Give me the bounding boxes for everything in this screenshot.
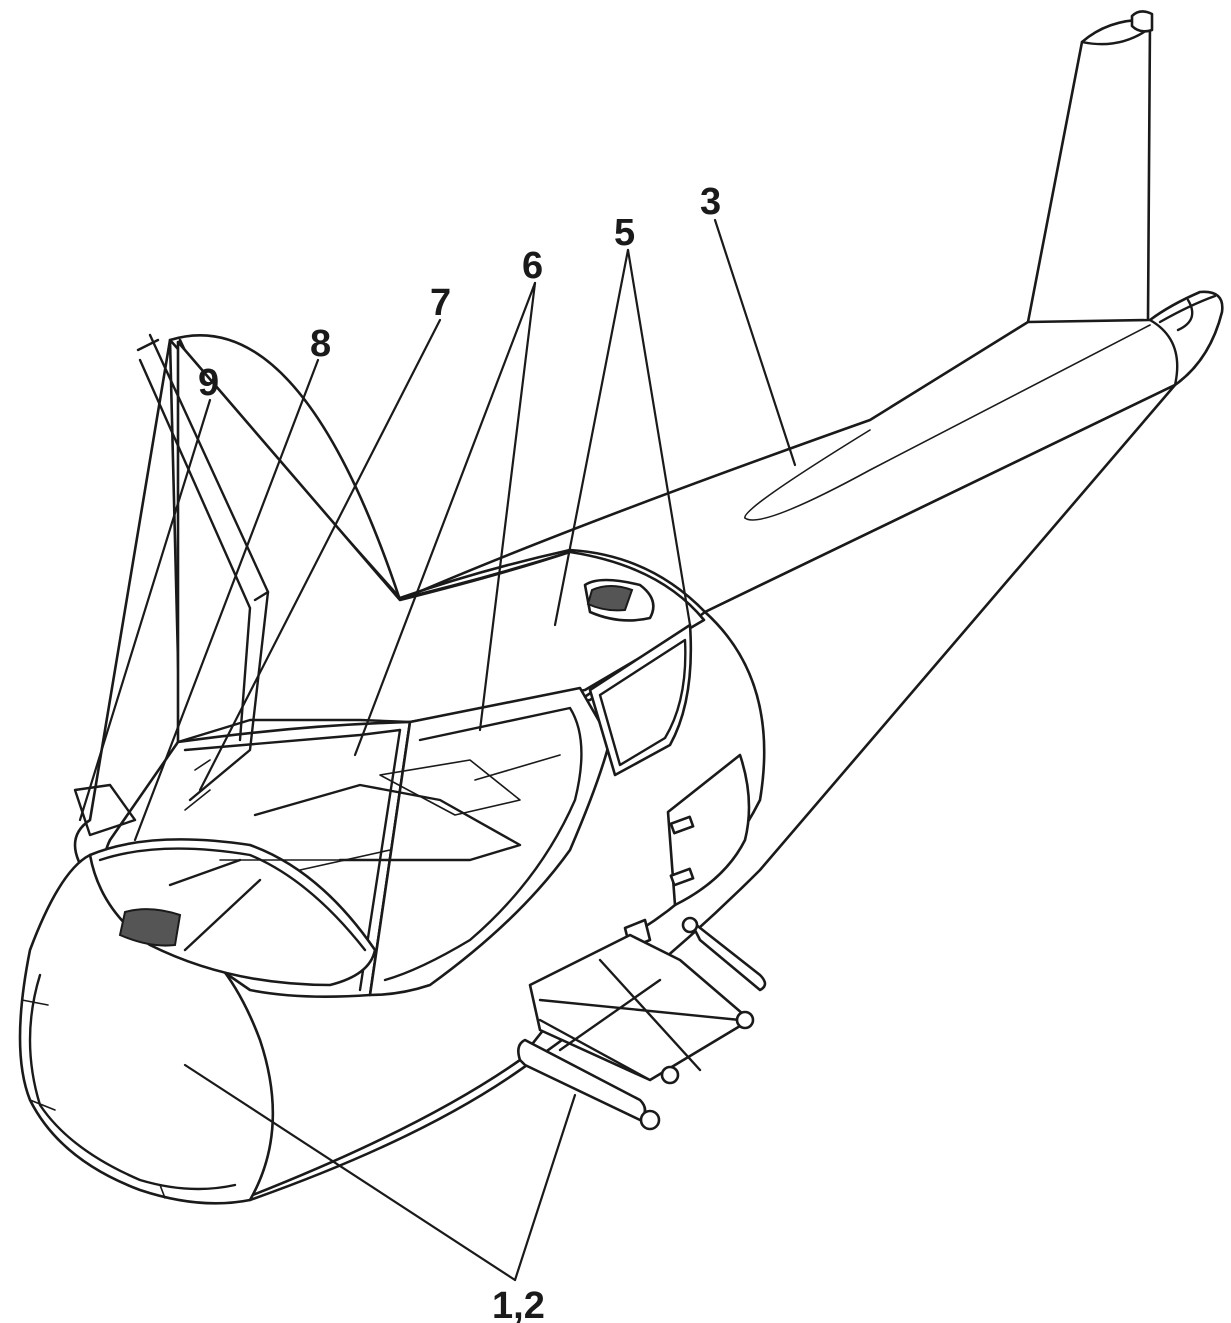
leader-lines [78,218,797,1282]
side-door [368,686,612,997]
callout-8: 8 [310,323,331,365]
leader-9 [78,398,212,822]
left-door-frame [73,333,270,837]
leader-7 [198,318,442,792]
callout-3: 3 [700,181,721,223]
callout-7: 7 [430,282,451,324]
callout-labels: 9 8 7 6 5 3 1,2 [198,181,721,1323]
callout-9: 9 [198,362,219,404]
leader-1-2a [183,1063,517,1282]
leader-3 [713,218,797,467]
leader-6a [353,281,537,757]
cabin-floor [219,783,522,871]
leader-6b [478,281,537,732]
leader-5b [626,248,692,627]
baggage-door [666,753,751,907]
roof-air-intake [583,578,655,622]
leader-8 [133,358,320,842]
landing-gear [517,933,755,1131]
callout-1-2: 1,2 [492,1285,545,1323]
leader-5a [553,248,630,627]
callout-5: 5 [614,212,635,254]
rear-window [588,623,693,777]
leader-1-2b [513,1093,577,1282]
callout-6: 6 [522,245,543,287]
chin-bubble [88,838,377,987]
